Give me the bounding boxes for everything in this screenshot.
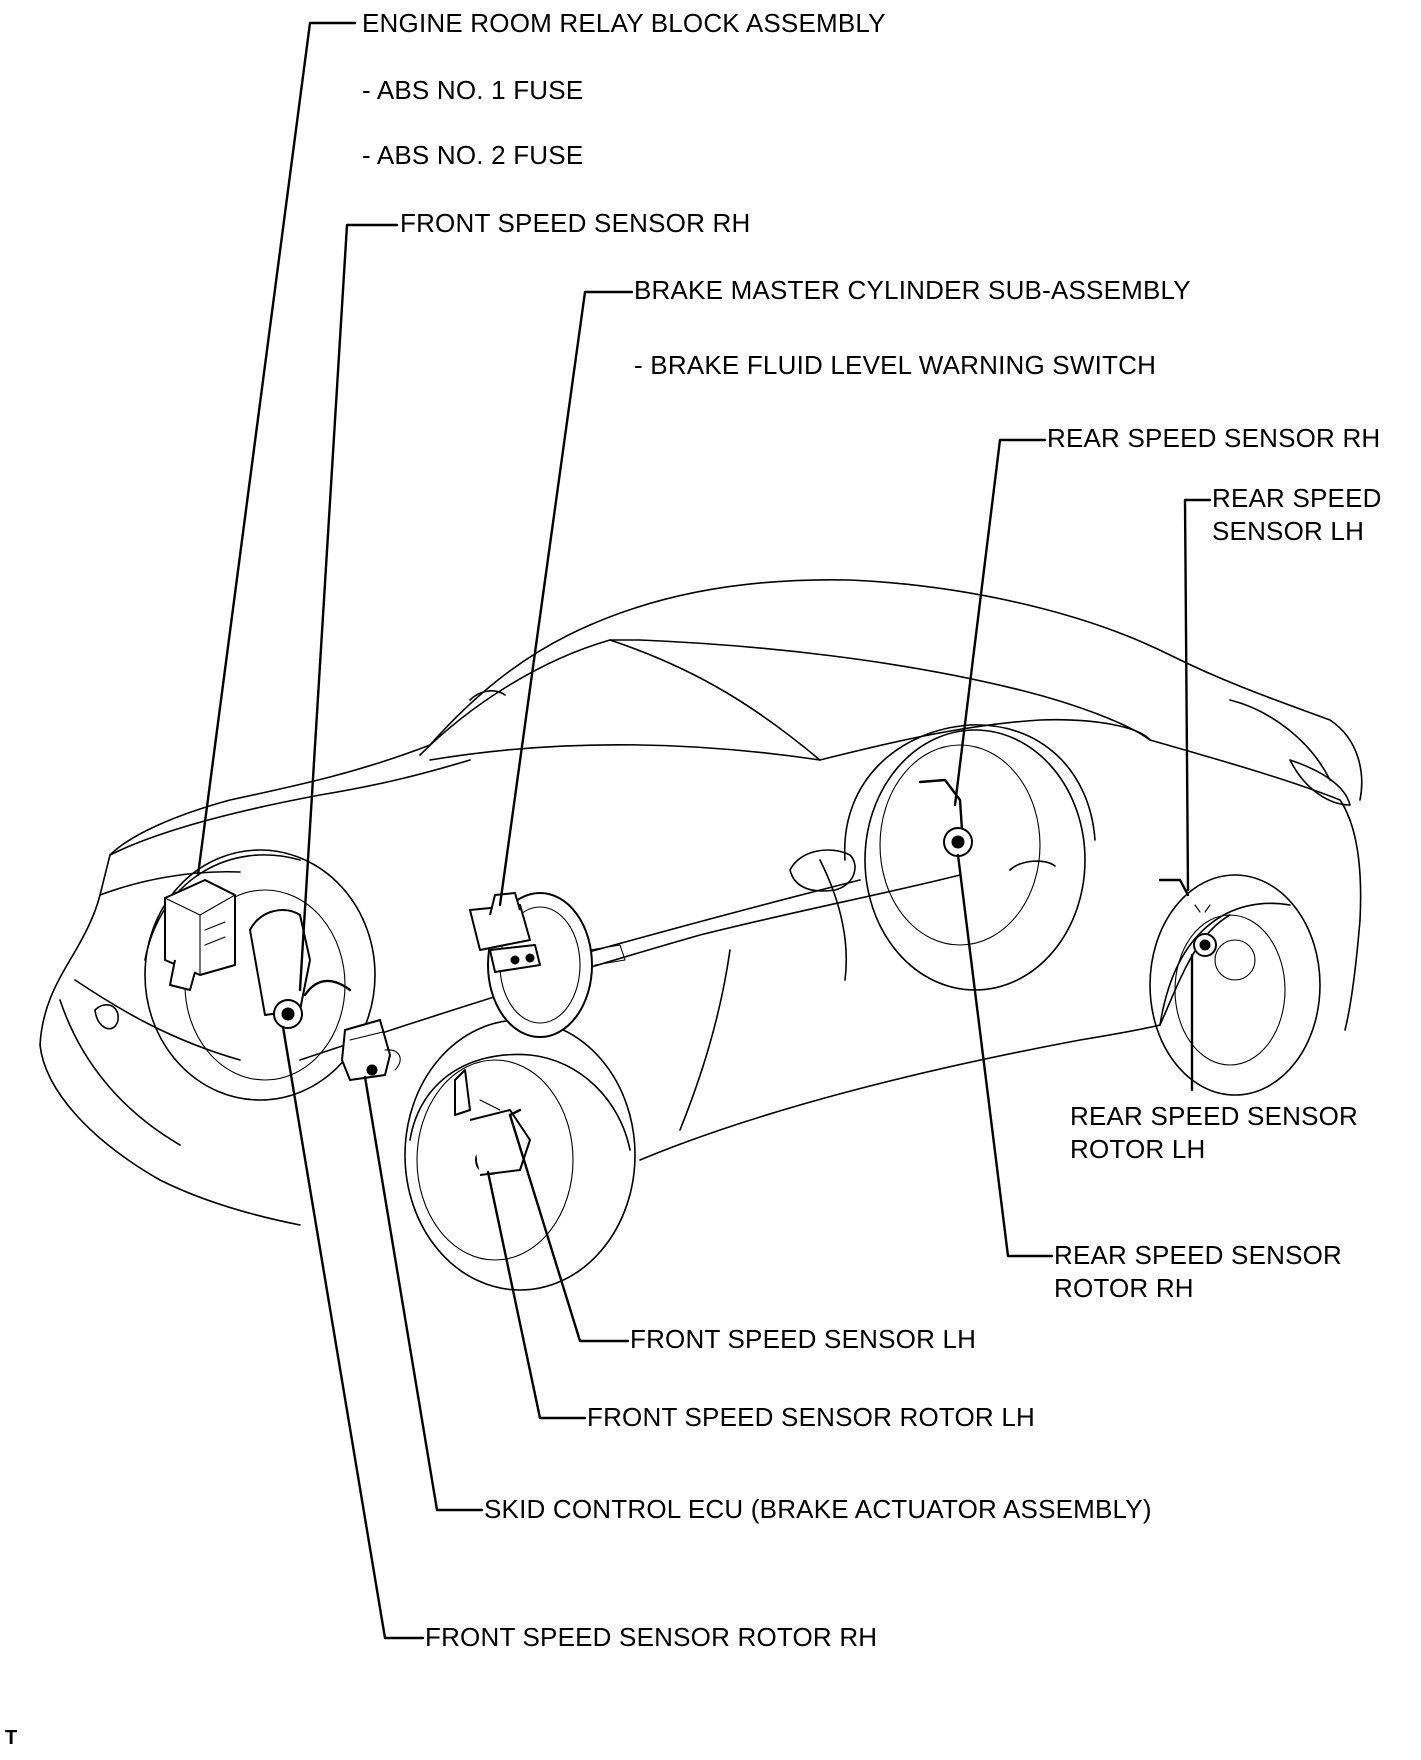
- leader-rear-speed-sensor-rotor-rh: [956, 853, 1054, 1258]
- label-front-speed-sensor-rotor-rh: FRONT SPEED SENSOR ROTOR RH: [425, 1622, 878, 1652]
- car-body-outline: [39, 578, 1363, 1226]
- leader-front-speed-sensor-rotor-lh: [486, 1170, 587, 1420]
- front-lh-brake-assembly: [454, 1069, 531, 1176]
- leader-front-speed-sensor-lh: [508, 1113, 630, 1343]
- leader-front-speed-sensor-rotor-rh: [281, 1025, 425, 1640]
- leader-rear-speed-sensor-rh: [953, 438, 1047, 807]
- label-skid-control-ecu: SKID CONTROL ECU (BRAKE ACTUATOR ASSEMBL…: [484, 1494, 1152, 1524]
- label-rear-speed-sensor-rotor-lh-line2: ROTOR LH: [1070, 1134, 1206, 1164]
- figure-code: T: [5, 1727, 18, 1749]
- rear-rh-sensor-assembly: [918, 778, 973, 857]
- leader-skid-control-ecu: [363, 1075, 484, 1512]
- label-abs-no1-fuse: - ABS NO. 1 FUSE: [362, 75, 584, 105]
- label-front-speed-sensor-rotor-lh: FRONT SPEED SENSOR ROTOR LH: [587, 1402, 1035, 1432]
- label-brake-fluid-level-switch: - BRAKE FLUID LEVEL WARNING SWITCH: [634, 350, 1157, 380]
- label-engine-room-relay: ENGINE ROOM RELAY BLOCK ASSEMBLY: [362, 8, 886, 38]
- label-rear-speed-sensor-rotor-rh-line2: ROTOR RH: [1054, 1273, 1194, 1303]
- label-rear-speed-sensor-lh-line1: REAR SPEED: [1212, 483, 1382, 513]
- engine-room-relay-block: [164, 879, 236, 991]
- label-abs-no2-fuse: - ABS NO. 2 FUSE: [362, 140, 584, 170]
- skid-control-ecu-unit: [341, 1019, 401, 1081]
- label-rear-speed-sensor-rh: REAR SPEED SENSOR RH: [1047, 423, 1381, 453]
- label-brake-master-cylinder: BRAKE MASTER CYLINDER SUB-ASSEMBLY: [634, 275, 1191, 305]
- rear-lh-sensor-assembly: [1158, 878, 1217, 957]
- brake-master-cylinder-and-booster: [469, 892, 626, 1038]
- leader-rear-speed-sensor-lh: [1183, 498, 1212, 892]
- leader-engine-room-relay: [196, 21, 357, 877]
- label-rear-speed-sensor-rotor-lh-line1: REAR SPEED SENSOR: [1070, 1101, 1359, 1131]
- rear-left-wheel: [1149, 874, 1321, 1096]
- label-front-speed-sensor-rh: FRONT SPEED SENSOR RH: [400, 208, 751, 238]
- label-front-speed-sensor-lh: FRONT SPEED SENSOR LH: [630, 1324, 977, 1354]
- leader-lines: [196, 21, 1212, 1640]
- label-rear-speed-sensor-rotor-rh-line1: REAR SPEED SENSOR: [1054, 1240, 1343, 1270]
- label-rear-speed-sensor-lh-line2: SENSOR LH: [1212, 516, 1365, 546]
- leader-brake-master-cylinder: [498, 290, 634, 907]
- front-rh-brake-assembly: [249, 909, 352, 1029]
- leader-front-speed-sensor-rh: [298, 223, 399, 992]
